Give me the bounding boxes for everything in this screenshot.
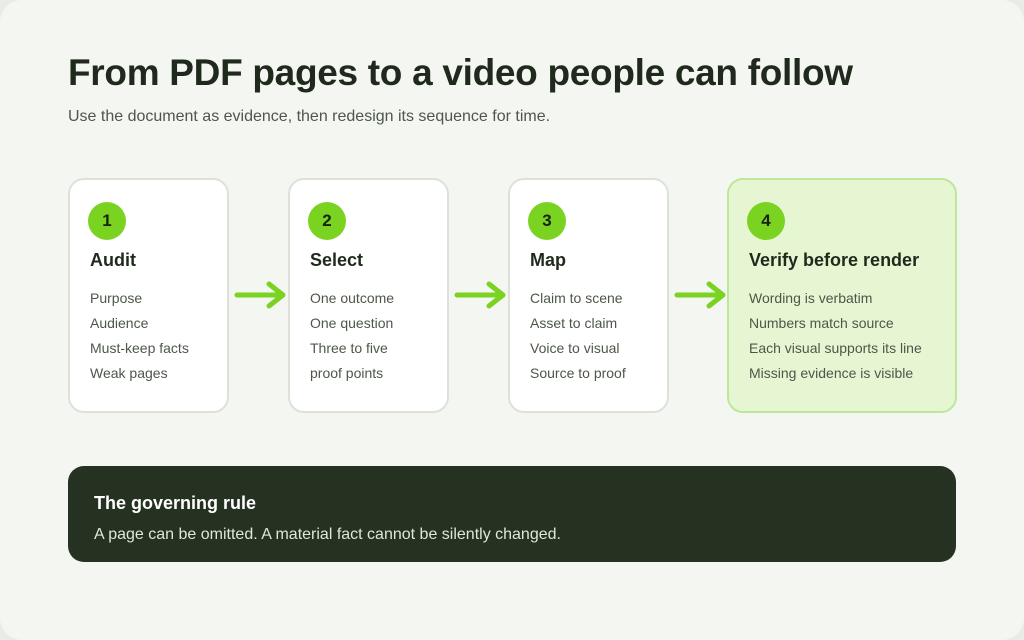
step-title: Select	[310, 250, 364, 270]
step-item: Voice to visual	[530, 340, 620, 356]
step-item: Asset to claim	[530, 315, 618, 331]
step-items: Claim to scene Asset to claim Voice to v…	[530, 286, 626, 386]
step-item: Each visual supports its line	[749, 340, 922, 356]
step-title: Audit	[90, 250, 136, 270]
step-item: Source to proof	[530, 365, 626, 381]
step-number-badge: 1	[88, 202, 126, 240]
step-item: Wording is verbatim	[749, 290, 873, 306]
step-card-map: 3 Map Claim to scene Asset to claim Voic…	[508, 178, 669, 413]
arrow-right-icon	[454, 281, 506, 309]
step-number-badge: 3	[528, 202, 566, 240]
step-item: proof points	[310, 365, 384, 381]
step-items: Purpose Audience Must-keep facts Weak pa…	[90, 286, 189, 386]
step-card-verify: 4 Verify before render Wording is verbat…	[727, 178, 957, 413]
step-title: Verify before render	[749, 250, 920, 270]
step-card-select: 2 Select One outcome One question Three …	[288, 178, 449, 413]
rule-title: The governing rule	[94, 493, 257, 513]
page-subtitle: Use the document as evidence, then redes…	[68, 108, 551, 125]
step-number-badge: 2	[308, 202, 346, 240]
governing-rule-panel: The governing rule A page can be omitted…	[68, 466, 956, 562]
step-item: One outcome	[310, 290, 395, 306]
step-item: Purpose	[90, 290, 143, 306]
step-item: Audience	[90, 315, 149, 331]
step-items: Wording is verbatim Numbers match source…	[749, 286, 922, 386]
step-item: One question	[310, 315, 394, 331]
step-item: Missing evidence is visible	[749, 365, 914, 381]
step-item: Must-keep facts	[90, 340, 189, 356]
step-card-audit: 1 Audit Purpose Audience Must-keep facts…	[68, 178, 229, 413]
arrow-right-icon	[234, 281, 286, 309]
page-title: From PDF pages to a video people can fol…	[68, 52, 853, 93]
step-item: Three to five	[310, 340, 388, 356]
rule-text: A page can be omitted. A material fact c…	[94, 526, 561, 543]
step-number-badge: 4	[747, 202, 785, 240]
step-title: Map	[530, 250, 566, 270]
step-item: Claim to scene	[530, 290, 623, 306]
step-item: Weak pages	[90, 365, 168, 381]
step-item: Numbers match source	[749, 315, 894, 331]
arrow-right-icon	[674, 281, 726, 309]
step-items: One outcome One question Three to five p…	[310, 286, 394, 386]
